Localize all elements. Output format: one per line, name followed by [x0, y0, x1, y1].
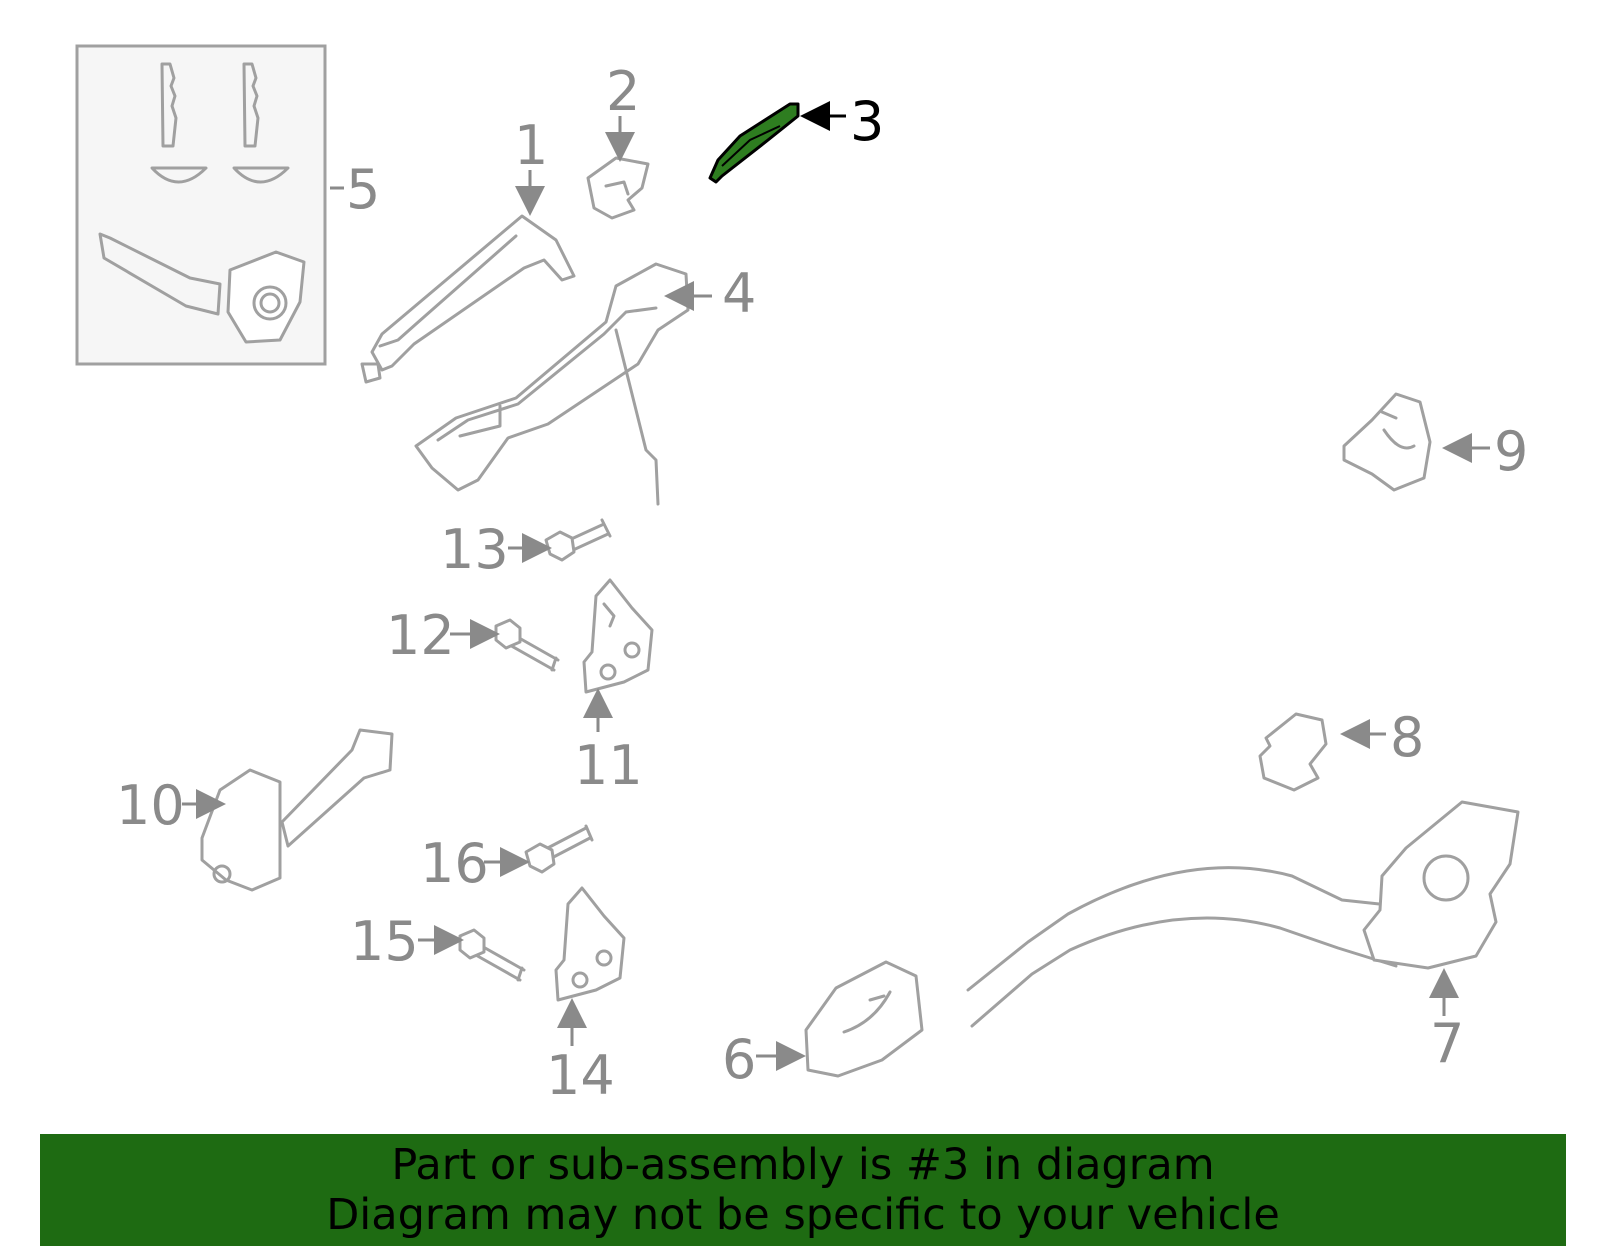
- part-8-latch-cover[interactable]: [1258, 712, 1328, 792]
- callout-8: 8: [1390, 706, 1424, 769]
- part-12-bolt[interactable]: [494, 618, 560, 672]
- part-7-door-latch[interactable]: [966, 800, 1520, 1028]
- callout-10: 10: [116, 774, 185, 837]
- callout-3: 3: [850, 90, 884, 153]
- part-9-striker[interactable]: [1342, 392, 1432, 492]
- part-2-handle-cap[interactable]: [586, 156, 650, 220]
- part-3-highlighted-pad[interactable]: [708, 102, 800, 184]
- part-15-bolt[interactable]: [458, 928, 526, 982]
- callout-12: 12: [386, 604, 455, 667]
- part-5-key-lock-set[interactable]: [75, 44, 327, 366]
- part-10-door-check[interactable]: [200, 728, 394, 892]
- banner-line-disclaimer: Diagram may not be specific to your vehi…: [326, 1190, 1280, 1240]
- banner-line-part: Part or sub-assembly is #3 in diagram: [391, 1140, 1215, 1190]
- callout-2: 2: [606, 60, 640, 123]
- part-11-hinge[interactable]: [582, 578, 654, 694]
- part-14-hinge[interactable]: [554, 886, 626, 1002]
- callout-13: 13: [440, 518, 509, 581]
- callout-11: 11: [574, 734, 643, 797]
- callout-5: 5: [346, 158, 380, 221]
- leader-lines: [182, 101, 1490, 1071]
- callout-6: 6: [722, 1028, 756, 1091]
- part-4-handle-frame[interactable]: [414, 262, 690, 506]
- part-1-outside-handle[interactable]: [360, 214, 576, 384]
- callout-15: 15: [350, 910, 419, 973]
- callout-7: 7: [1430, 1012, 1464, 1075]
- part-6-inside-handle[interactable]: [804, 960, 924, 1078]
- callout-1: 1: [514, 114, 548, 177]
- callout-labels: 1 2 3 4 5 6 7 8 9 10 11 12 13 14 15 16: [116, 60, 1528, 1107]
- part-13-bolt[interactable]: [544, 518, 612, 562]
- callout-4: 4: [722, 262, 756, 325]
- callout-9: 9: [1494, 420, 1528, 483]
- part-16-bolt[interactable]: [524, 824, 594, 874]
- info-banner: Part or sub-assembly is #3 in diagram Di…: [40, 1134, 1566, 1246]
- callout-14: 14: [546, 1044, 615, 1107]
- callout-16: 16: [420, 832, 489, 895]
